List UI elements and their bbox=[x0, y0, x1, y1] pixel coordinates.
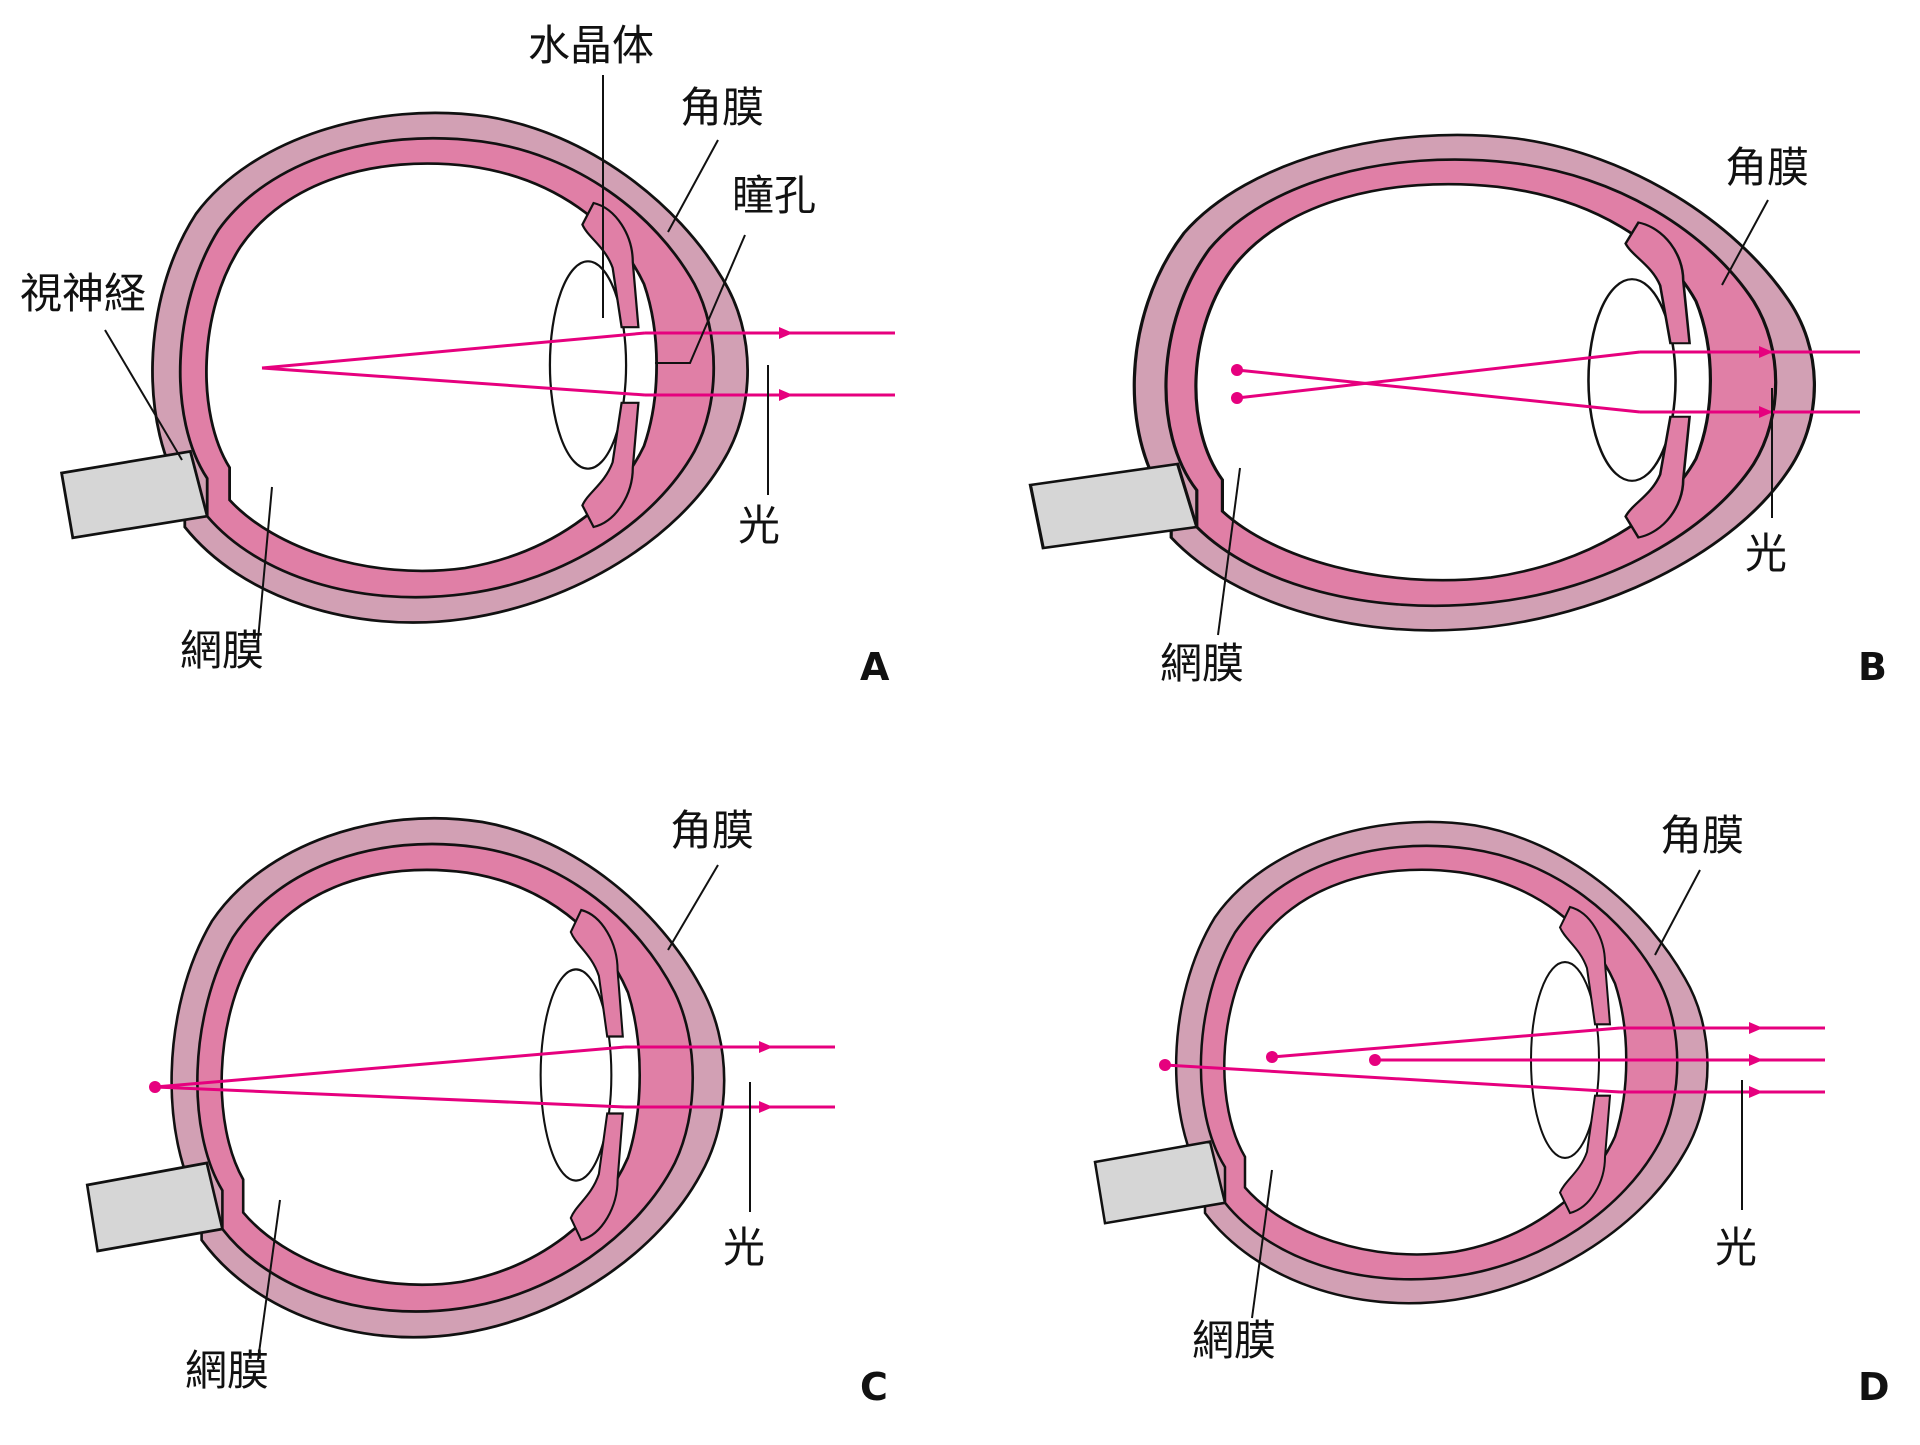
eye-b bbox=[1028, 133, 1817, 632]
panel-letter-b: B bbox=[1858, 645, 1887, 689]
panel-d: 角膜 網膜 光 D bbox=[1093, 811, 1890, 1409]
retina-label-d: 網膜 bbox=[1192, 1316, 1276, 1365]
leader-cornea-d bbox=[1654, 869, 1701, 956]
lens-label-a: 水晶体 bbox=[528, 21, 654, 70]
leader-nerve-a bbox=[104, 329, 183, 461]
leader-cornea-a bbox=[667, 139, 719, 233]
leader-retina-a bbox=[257, 486, 273, 641]
leader-retina-c bbox=[257, 1199, 281, 1361]
light-label-d: 光 bbox=[1715, 1223, 1757, 1272]
retina-label-b: 網膜 bbox=[1160, 639, 1244, 688]
light-rays-d bbox=[1159, 1022, 1825, 1098]
panel-letter-c: C bbox=[860, 1365, 888, 1409]
retina-label-c: 網膜 bbox=[185, 1346, 269, 1395]
panel-letter-d: D bbox=[1858, 1365, 1890, 1409]
leader-retina-b bbox=[1217, 467, 1241, 636]
light-rays-b bbox=[1231, 346, 1860, 418]
eye-a bbox=[60, 111, 749, 624]
eye-c bbox=[85, 816, 726, 1339]
cornea-label-a: 角膜 bbox=[680, 83, 764, 132]
light-rays-c bbox=[149, 1041, 835, 1113]
light-label-c: 光 bbox=[723, 1223, 765, 1272]
retina-label-a: 網膜 bbox=[180, 626, 264, 675]
eye-d bbox=[1093, 820, 1709, 1305]
cornea-label-b: 角膜 bbox=[1725, 143, 1809, 192]
panel-b: 角膜 網膜 光 B bbox=[1028, 133, 1887, 689]
leader-cornea-b bbox=[1721, 199, 1769, 286]
leader-retina-d bbox=[1251, 1169, 1273, 1319]
panel-a: 水晶体 角膜 瞳孔 視神経 網膜 光 A bbox=[20, 21, 895, 689]
optic-nerve-label-a: 視神経 bbox=[20, 269, 146, 318]
panel-c: 角膜 網膜 光 C bbox=[85, 806, 888, 1409]
panel-letter-a: A bbox=[860, 645, 890, 689]
light-label-b: 光 bbox=[1745, 529, 1787, 578]
leader-pupil-a bbox=[655, 234, 746, 364]
light-label-a: 光 bbox=[738, 501, 780, 550]
cornea-label-d: 角膜 bbox=[1660, 811, 1744, 860]
light-rays-a bbox=[261, 327, 895, 401]
pupil-label-a: 瞳孔 bbox=[732, 171, 816, 220]
leader-cornea-c bbox=[667, 864, 719, 951]
cornea-label-c: 角膜 bbox=[670, 806, 754, 855]
